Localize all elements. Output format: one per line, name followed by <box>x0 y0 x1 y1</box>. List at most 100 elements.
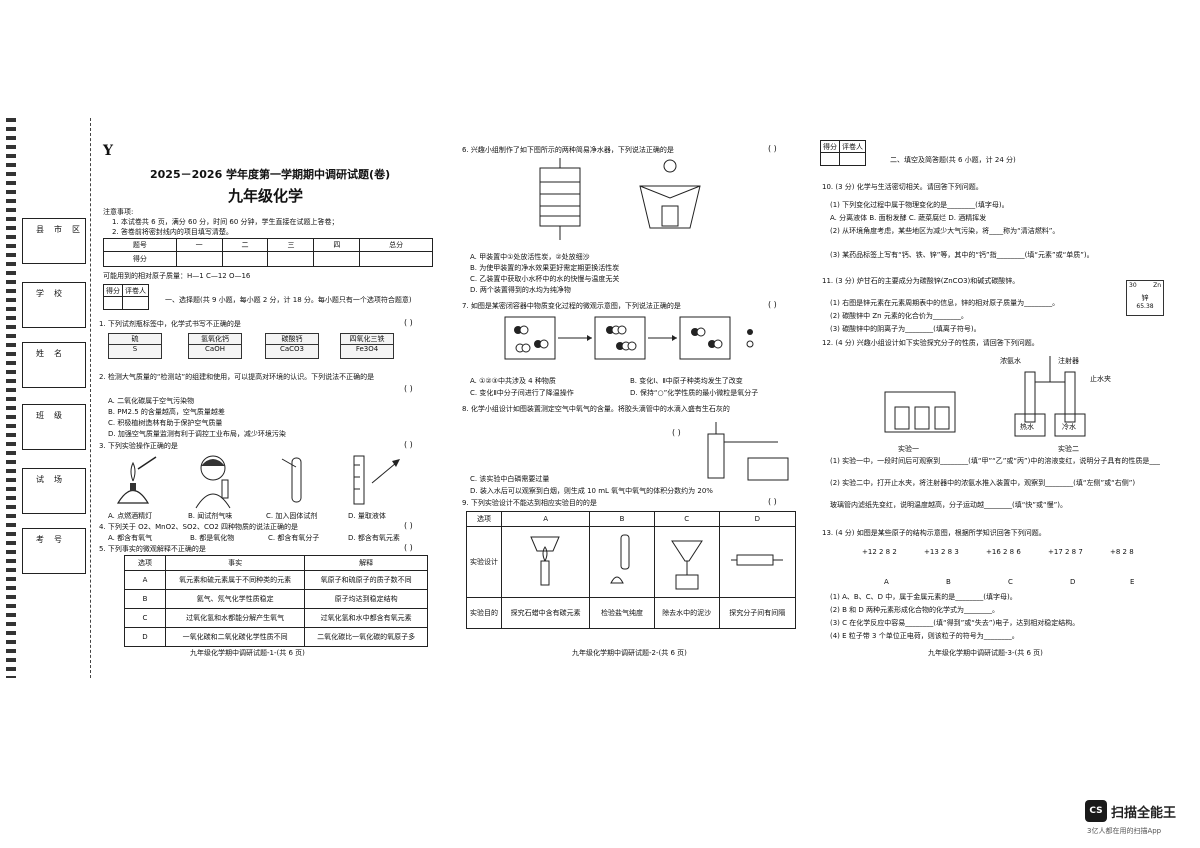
score-box-label: 得分 <box>820 140 840 153</box>
q9-header: C <box>653 511 720 527</box>
binding-strip <box>0 118 95 678</box>
cs-logo-icon: CS <box>1085 800 1107 822</box>
q5-cell: 原子均达到稳定结构 <box>304 589 428 609</box>
grader-box-cell[interactable] <box>839 152 866 166</box>
answer-bracket[interactable]: ( ) <box>404 521 413 530</box>
atom-shell-text: +8 2 8 <box>1110 548 1134 556</box>
q5-header: 选项 <box>124 555 166 571</box>
q9-header: A <box>500 511 591 527</box>
q9-figure-cell <box>589 526 655 598</box>
score-table-header: 四 <box>313 238 361 252</box>
score-box-cell[interactable] <box>103 296 123 310</box>
q9-header: D <box>718 511 797 527</box>
option: C. 该实验中白磷需要过量 <box>470 475 550 483</box>
q10-part: (2) 从环境角度考虑，某些地区为减少大气污染，将____称为“清洁燃料”。 <box>830 227 1060 235</box>
q11-part: (2) 碳酸锌中 Zn 元素的化合价为________。 <box>830 312 968 320</box>
q3-option-c: C. 加入固体试剂 <box>266 512 318 520</box>
answer-bracket[interactable]: ( ) <box>672 428 681 437</box>
binding-dots <box>6 118 16 678</box>
q4-option-c: C. 都含有氧分子 <box>268 534 320 542</box>
binding-field-box[interactable] <box>22 218 86 264</box>
exp-label: 止水夹 <box>1090 375 1111 383</box>
element-number: 30 <box>1129 282 1137 289</box>
atom-shell-text: +17 2 8 7 <box>1048 548 1083 556</box>
logo-tagline: 3亿人都在用的扫描App <box>1087 827 1162 835</box>
binding-field-box[interactable] <box>22 342 86 388</box>
q13-part: (2) B 和 D 两种元素形成化合物的化学式为________。 <box>830 606 1000 614</box>
binding-field-box[interactable] <box>22 468 86 514</box>
q5-cell: 过氧化氢和水都能分解产生氧气 <box>164 608 306 628</box>
answer-bracket[interactable]: ( ) <box>768 497 777 506</box>
score-table-header: 一 <box>175 238 223 252</box>
page-footer: 九年级化学期中调研试题-2-(共 6 页) <box>572 649 687 657</box>
q5-cell: 过氧化氢和水中都含有氧元素 <box>304 608 428 628</box>
answer-bracket[interactable]: ( ) <box>404 384 413 393</box>
reagent-label-d: 四氧化三铁 Fe3O4 <box>340 333 394 359</box>
answer-bracket[interactable]: ( ) <box>404 318 413 327</box>
exp-label: 热水 <box>1020 423 1034 431</box>
grader-box-cell[interactable] <box>122 296 149 310</box>
reagent-formula: Fe3O4 <box>355 345 379 353</box>
lab-figure-alcohol-lamp <box>116 456 157 504</box>
score-box-cell[interactable] <box>820 152 840 166</box>
question-11: 11. (3 分) 炉甘石的主要成分为碳酸锌(ZnCO3)和碱式碳酸锌。 <box>822 277 1020 285</box>
q9-figure-cell <box>653 526 720 598</box>
page-footer: 九年级化学期中调研试题-3-(共 6 页) <box>928 649 1043 657</box>
test-tube-flame-icon <box>610 534 630 584</box>
q13-part: (1) A、B、C、D 中，属于金属元素的是________(填字母)。 <box>830 593 1017 601</box>
question-4: 4. 下列关于 O2、MnO2、SO2、CO2 四种物质的说法正确的是 <box>99 523 299 531</box>
score-cell[interactable] <box>359 251 433 267</box>
question-1: 1. 下列试剂瓶标签中，化学式书写不正确的是 <box>99 320 241 328</box>
q10-part: (3) 某药品标签上写有“钙、铁、锌”等，其中的“钙”指________(填“元… <box>830 251 1094 259</box>
water-purifier-figure <box>539 158 701 240</box>
oxygen-apparatus-figure <box>707 422 789 481</box>
q5-cell: A <box>124 570 166 590</box>
q5-cell: B <box>124 589 166 609</box>
lab-figure-test-tube <box>281 457 302 503</box>
atom-shell-text: +16 2 8 6 <box>986 548 1021 556</box>
score-cell[interactable] <box>175 251 223 267</box>
q12-part: (2) 实验二中，打开止水夹，将注射器中的浓氨水推入装置中，观察到_______… <box>830 479 1136 487</box>
option: B. PM2.5 的含量越高，空气质量越差 <box>108 408 225 416</box>
option: C. 乙装置中获取小水杯中的水的快慢与温度无关 <box>470 275 620 283</box>
q13-part: (4) E 粒子带 3 个单位正电荷，则该粒子的符号为________。 <box>830 632 1019 640</box>
option: D. 加强空气质量监测有利于调控工业布局，减少环境污染 <box>108 430 286 438</box>
q3-option-b: B. 闻试剂气味 <box>188 512 233 520</box>
score-row-label: 得分 <box>103 251 177 267</box>
binding-field-box[interactable] <box>22 528 86 574</box>
answer-bracket[interactable]: ( ) <box>404 543 413 552</box>
score-cell[interactable] <box>313 251 361 267</box>
score-table-header: 三 <box>267 238 315 252</box>
binding-field-label: 学校 <box>36 289 72 298</box>
score-cell[interactable] <box>221 251 269 267</box>
option: B. 为使甲装置的净水效果更好需定期更换活性炭 <box>470 264 620 272</box>
section2-score-box: 得分评卷人 <box>820 140 866 166</box>
q5-cell: 氦气、氖气化学性质稳定 <box>164 589 306 609</box>
binding-field-box[interactable] <box>22 404 86 450</box>
exp-label: 注射器 <box>1058 357 1079 365</box>
q3-option-a: A. 点燃酒精灯 <box>108 512 153 520</box>
lab-figure-cylinder <box>353 455 400 505</box>
section1-score-box: 得分评卷人 <box>103 284 149 310</box>
binding-field-box[interactable] <box>22 282 86 328</box>
logo-name: 扫描全能王 <box>1111 806 1177 821</box>
element-card: 30 Zn 锌 65.38 <box>1126 280 1164 316</box>
binding-field-label: 试场 <box>36 475 72 484</box>
reagent-name: 氢氧化钙 <box>189 334 241 345</box>
q9-cell: 除去水中的泥沙 <box>653 597 720 629</box>
score-cell[interactable] <box>267 251 315 267</box>
score-box-label: 得分 <box>103 284 123 297</box>
atom-letter: D <box>1070 578 1076 586</box>
question-7: 7. 如图是某密闭容器中物质变化过程的微观示意图，下列说法正确的是 <box>462 302 681 310</box>
answer-bracket[interactable]: ( ) <box>404 440 413 449</box>
element-name: 锌 <box>1141 294 1149 302</box>
binding-field-label: 县市区 <box>36 225 90 234</box>
reagent-formula: CaCO3 <box>279 345 305 353</box>
q7-option-d: D. 保持“○”化学性质的最小微粒是氧分子 <box>630 389 759 397</box>
reagent-formula: CaOH <box>205 345 225 353</box>
answer-bracket[interactable]: ( ) <box>768 144 777 153</box>
header-letter: Y <box>103 143 113 159</box>
section2-heading: 二、填空及简答题(共 6 小题，计 24 分) <box>890 156 1016 164</box>
lab-figure-smell <box>195 455 231 509</box>
answer-bracket[interactable]: ( ) <box>768 300 777 309</box>
